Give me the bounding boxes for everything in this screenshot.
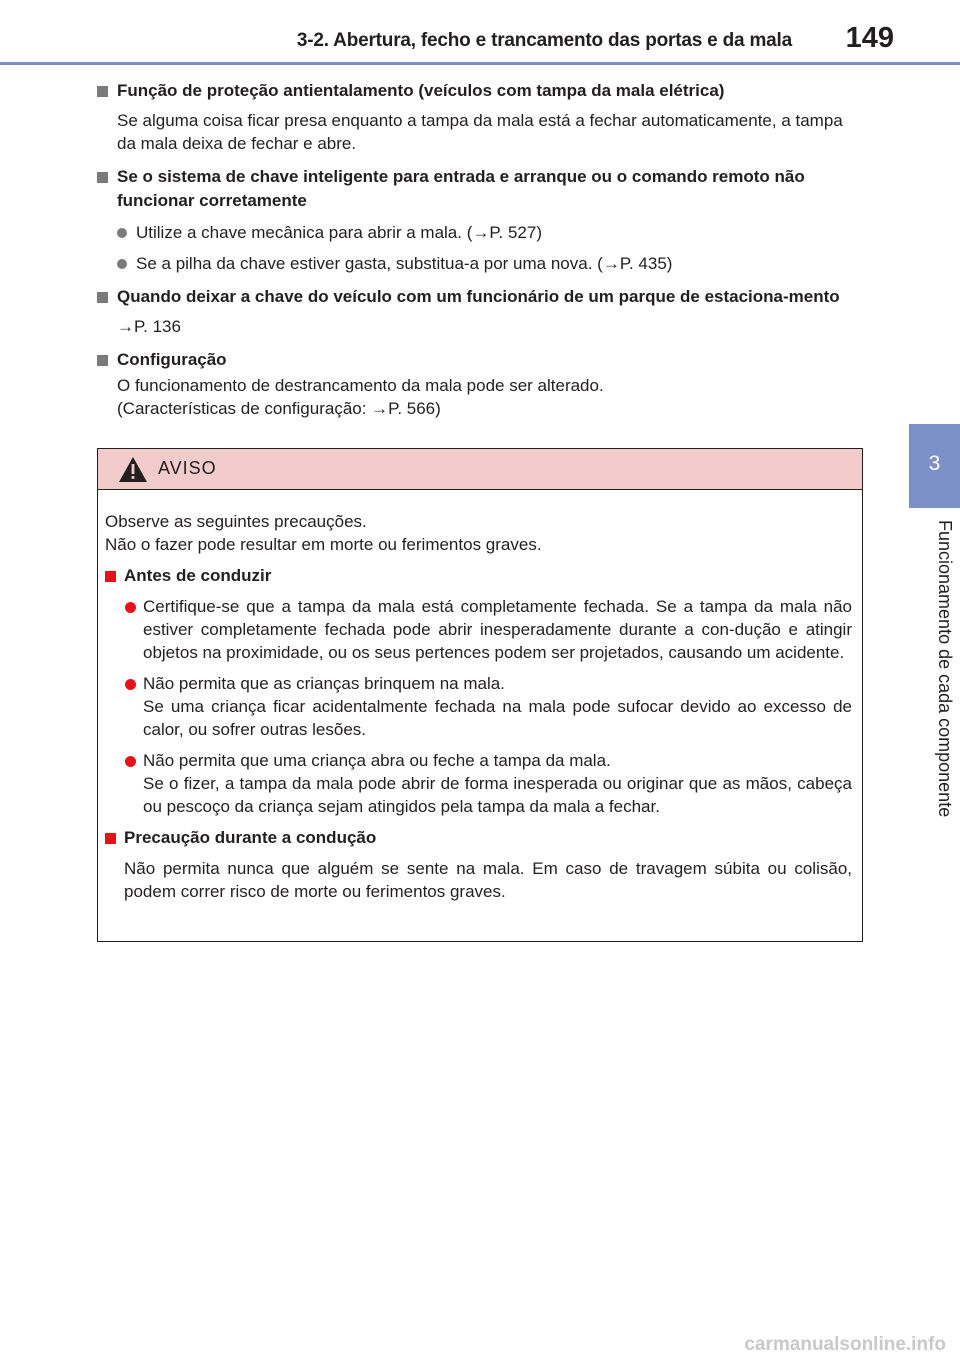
section-body: Se alguma coisa ficar presa enquanto a t… [117, 111, 843, 153]
circle-bullet-icon [125, 756, 136, 767]
warning-list-item: Certifique-se que a tampa da mala está c… [105, 595, 852, 664]
square-bullet-icon [97, 86, 108, 97]
list-item: Se a pilha da chave estiver gasta, subst… [97, 252, 865, 275]
warning-header: AVISO [98, 449, 862, 490]
main-content: Função de proteção antientalamento (veíc… [97, 79, 865, 420]
header-rule [0, 62, 960, 65]
warning-title: AVISO [158, 458, 217, 478]
header-title: 3-2. Abertura, fecho e trancamento das p… [296, 30, 792, 51]
warning-text: Não permita nunca que alguém se sente na… [124, 859, 852, 901]
watermark: carmanualsonline.info [744, 1334, 946, 1355]
square-bullet-icon [105, 571, 116, 582]
section-heading: Se o sistema de chave inteligente para e… [97, 165, 865, 213]
warning-content: Observe as seguintes precauções. Não o f… [105, 512, 852, 901]
square-bullet-icon [97, 292, 108, 303]
page-number: 149 [845, 22, 894, 54]
circle-bullet-icon [125, 679, 136, 690]
chapter-tab: 3 [909, 424, 960, 508]
square-bullet-icon [97, 172, 108, 183]
square-bullet-icon [105, 833, 116, 844]
square-bullet-icon [97, 355, 108, 366]
list-item: Utilize a chave mecânica para abrir a ma… [97, 221, 865, 244]
circle-bullet-icon [117, 228, 127, 238]
section-heading: Quando deixar a chave do veículo com um … [97, 285, 865, 309]
circle-bullet-icon [125, 602, 136, 613]
page-header: 3-2. Abertura, fecho e trancamento das p… [0, 0, 960, 65]
section-heading: Configuração [97, 348, 865, 372]
warning-list-item: Não permita que uma criança abra ou fech… [105, 749, 852, 818]
warning-group-heading: Precaução durante a condução [105, 826, 852, 849]
warning-box: AVISO Observe as seguintes precauções. N… [97, 448, 863, 942]
chapter-label: Funcionamento de cada componente [935, 520, 955, 818]
section-heading: Função de proteção antientalamento (veíc… [97, 79, 865, 103]
warning-triangle-icon [119, 457, 147, 482]
warning-list-item: Não permita que as crianças brinquem na … [105, 672, 852, 741]
circle-bullet-icon [117, 259, 127, 269]
page-reference-link[interactable]: →P. 136 [117, 317, 181, 336]
section-body: O funcionamento de destrancamento da mal… [117, 376, 604, 418]
warning-group-heading: Antes de conduzir [105, 564, 852, 587]
